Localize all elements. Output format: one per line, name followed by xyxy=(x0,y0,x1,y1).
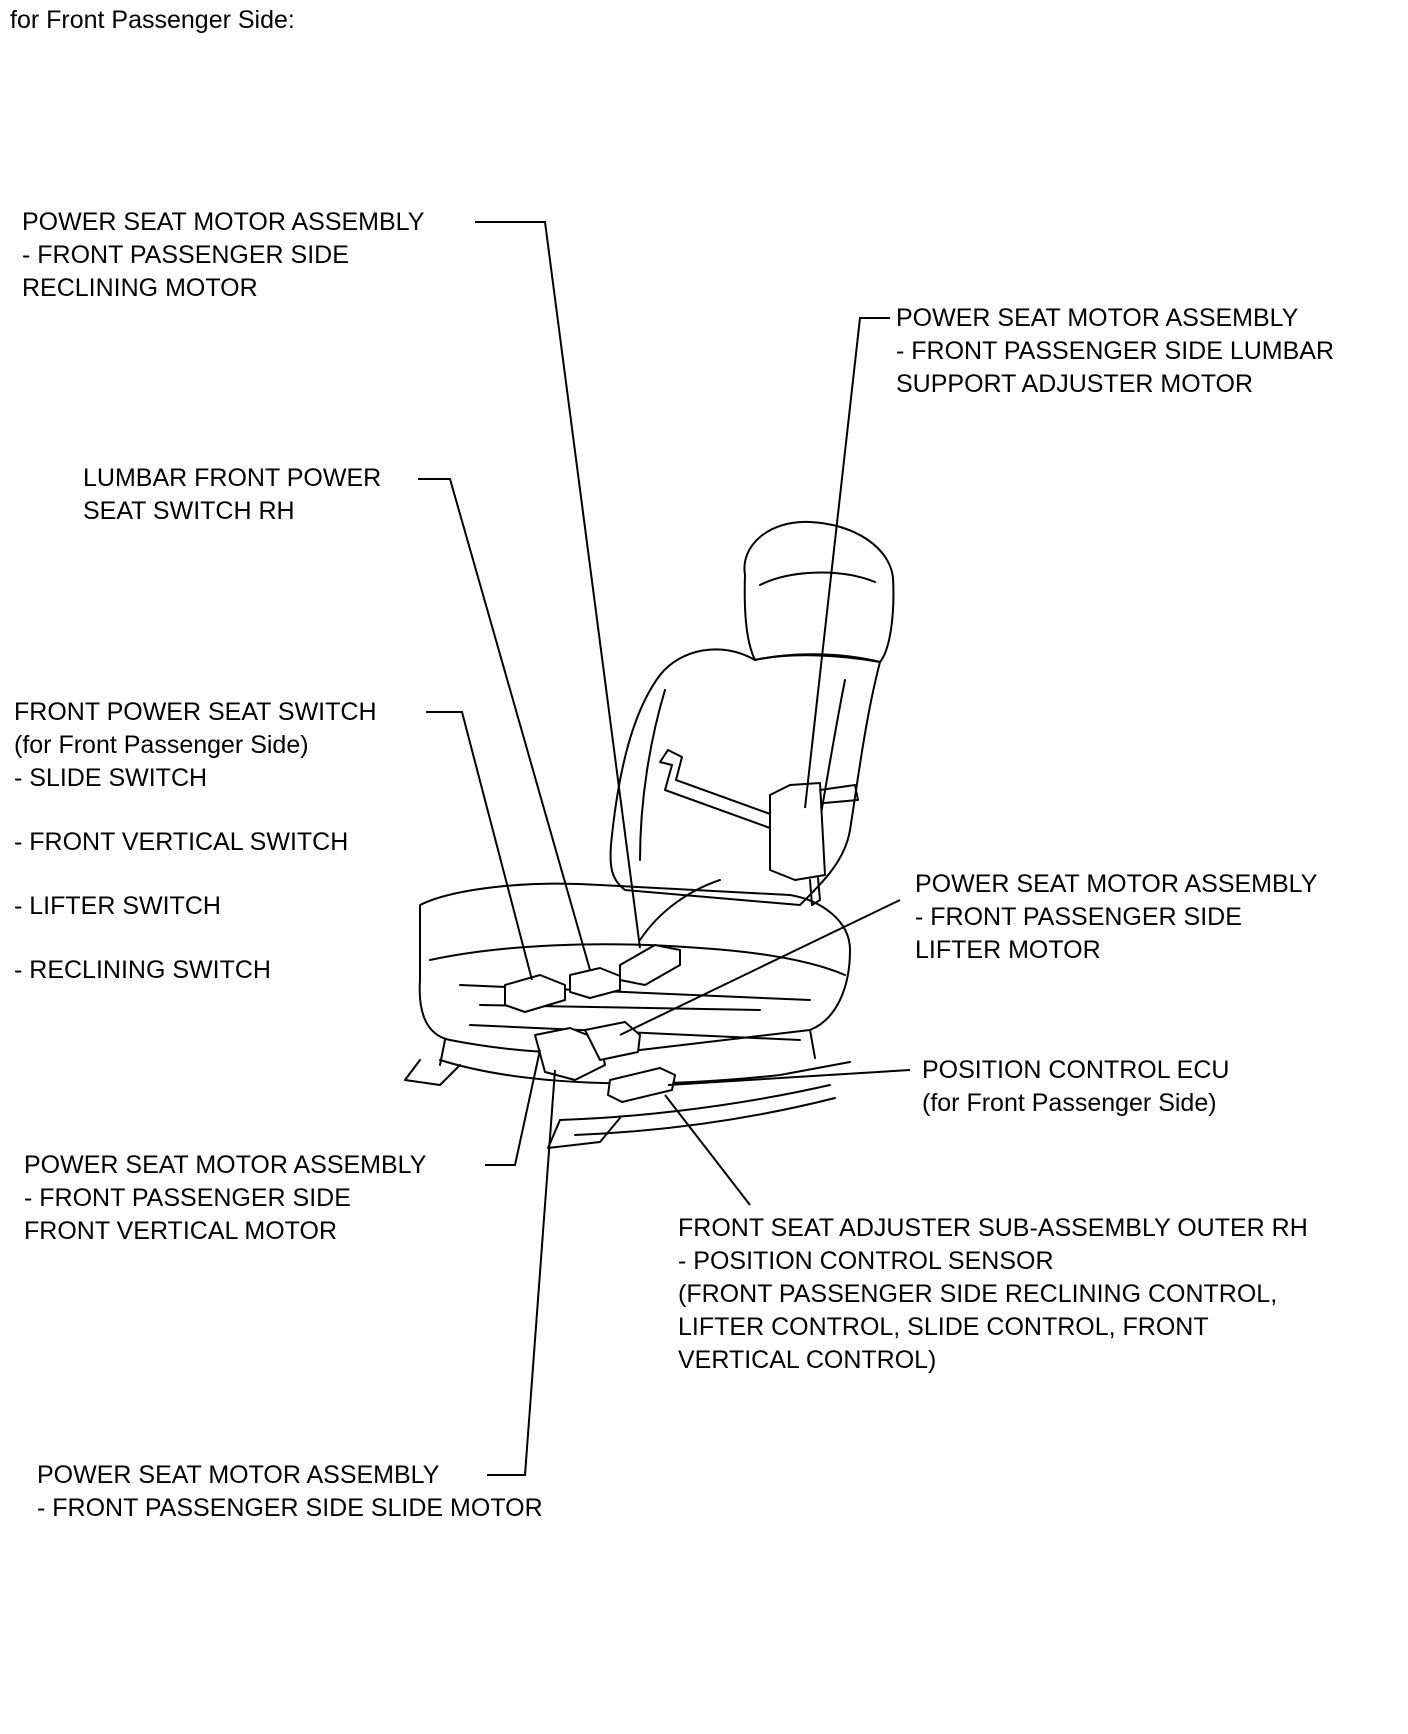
leader-lumbar-motor xyxy=(804,317,890,809)
callout-title: POWER SEAT MOTOR ASSEMBLY xyxy=(22,208,425,236)
leader-position-ecu xyxy=(667,1069,911,1086)
callout-lumbar-motor: POWER SEAT MOTOR ASSEMBLY - FRONT PASSEN… xyxy=(896,304,1335,398)
callout-title: POWER SEAT MOTOR ASSEMBLY xyxy=(37,1461,440,1489)
leader-lines xyxy=(418,221,911,1476)
callout-lifter-motor: POWER SEAT MOTOR ASSEMBLY - FRONT PASSEN… xyxy=(915,870,1318,964)
seat-backrest xyxy=(609,648,881,906)
callout-seat-switch: FRONT POWER SEAT SWITCH (for Front Passe… xyxy=(14,696,377,987)
callout-lumbar-switch: LUMBAR FRONT POWER SEAT SWITCH RH xyxy=(83,464,382,525)
seat-illustration xyxy=(404,520,895,1149)
callout-reclining-motor: POWER SEAT MOTOR ASSEMBLY - FRONT PASSEN… xyxy=(22,208,425,302)
lumbar-support-bar xyxy=(659,749,774,829)
leader-reclining-motor xyxy=(475,221,641,949)
switch-item: - FRONT VERTICAL SWITCH xyxy=(14,828,349,856)
leader-vertical-motor xyxy=(485,1049,541,1166)
seat-frame xyxy=(439,1059,851,1085)
motor-cluster xyxy=(534,1027,606,1081)
switch-item: - RECLINING SWITCH xyxy=(14,956,271,984)
callout-slide-motor: POWER SEAT MOTOR ASSEMBLY - FRONT PASSEN… xyxy=(37,1461,543,1522)
callout-title: POWER SEAT MOTOR ASSEMBLY xyxy=(915,870,1318,898)
seat-switch-unit xyxy=(504,974,566,1013)
position-ecu-unit xyxy=(607,1067,676,1103)
seat-rail-left xyxy=(404,1059,621,1149)
callout-title: POWER SEAT MOTOR ASSEMBLY xyxy=(896,304,1299,332)
page-caption: for Front Passenger Side: xyxy=(10,6,295,34)
callout-adjuster: FRONT SEAT ADJUSTER SUB-ASSEMBLY OUTER R… xyxy=(678,1214,1308,1374)
lumbar-switch-unit xyxy=(569,967,621,999)
seat-cushion xyxy=(418,882,851,1055)
leader-lumbar-switch xyxy=(418,478,591,971)
leader-slide-motor xyxy=(487,1069,556,1476)
reclining-motor-unit xyxy=(619,944,681,986)
callout-vertical-motor: POWER SEAT MOTOR ASSEMBLY - FRONT PASSEN… xyxy=(24,1151,427,1245)
leader-adjuster xyxy=(664,1094,751,1206)
switch-item: - LIFTER SWITCH xyxy=(14,892,221,920)
leader-seat-switch xyxy=(426,711,533,981)
seat-headrest xyxy=(743,520,895,663)
lumbar-motor-body xyxy=(769,782,826,881)
callout-title: FRONT SEAT ADJUSTER SUB-ASSEMBLY OUTER R… xyxy=(678,1214,1308,1242)
leader-lifter-motor xyxy=(619,899,901,1036)
callout-title: POWER SEAT MOTOR ASSEMBLY xyxy=(24,1151,427,1179)
switch-item: - SLIDE SWITCH xyxy=(14,764,208,792)
callout-position-ecu: POSITION CONTROL ECU (for Front Passenge… xyxy=(922,1056,1230,1117)
seat-rail-right xyxy=(559,1084,836,1136)
